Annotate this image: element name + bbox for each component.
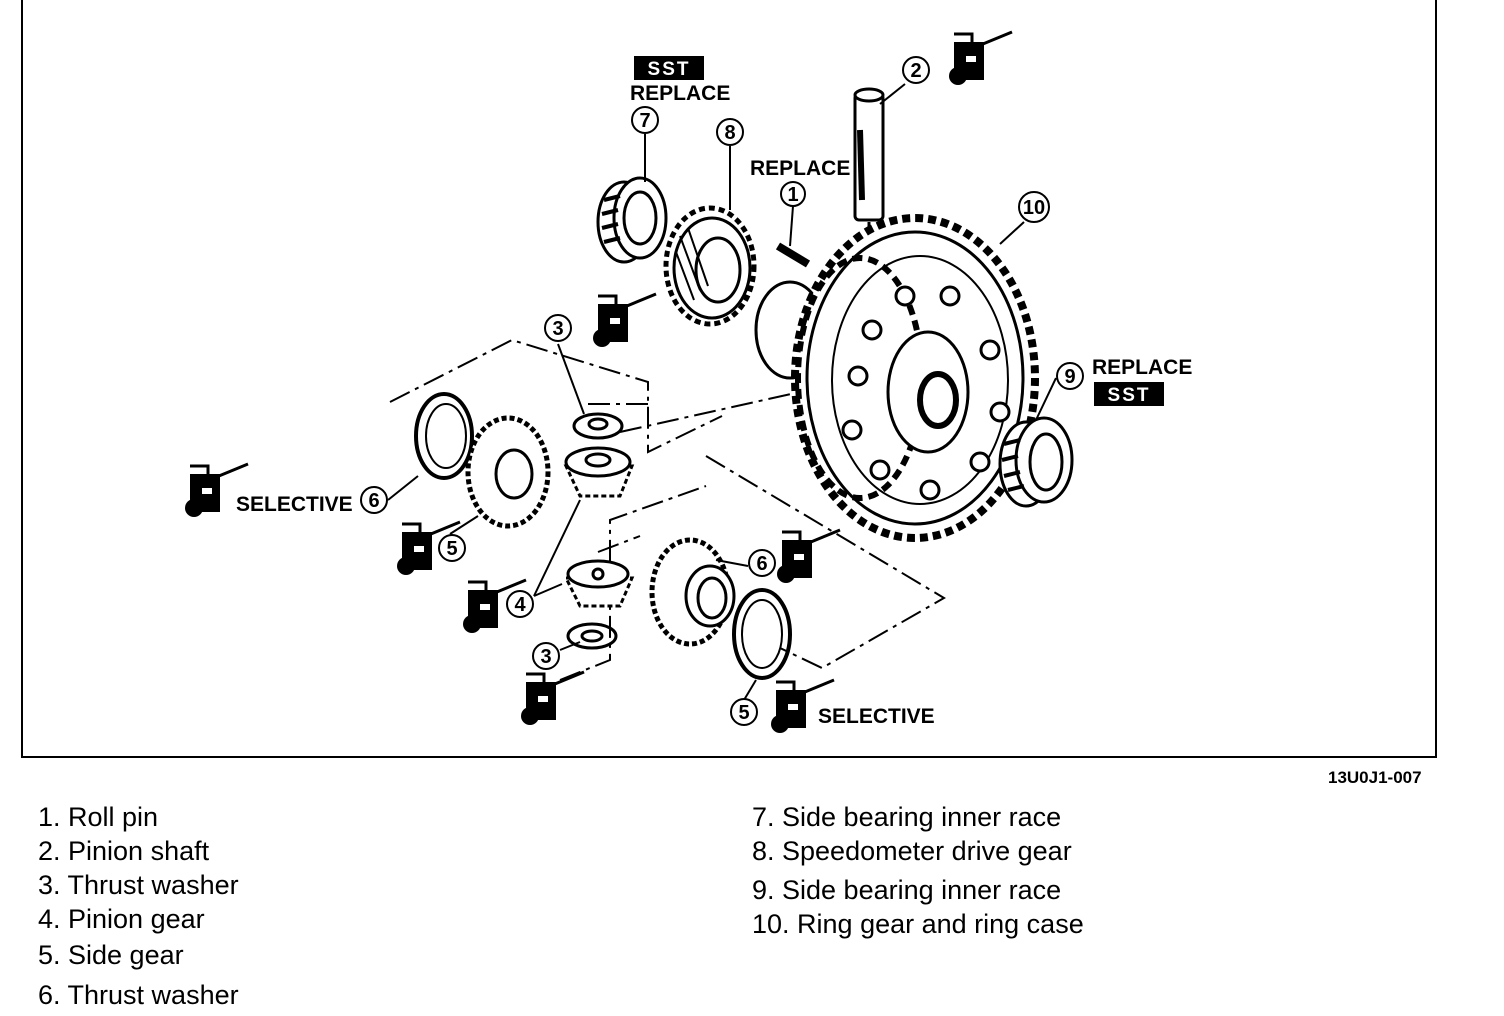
side-bearing-inner-race-right — [998, 416, 1074, 508]
svg-text:2: 2 — [910, 60, 921, 82]
selective-label: SELECTIVE — [818, 705, 935, 728]
callout-5: 5 — [730, 698, 758, 726]
svg-text:5: 5 — [738, 702, 749, 724]
svg-text:3: 3 — [552, 318, 563, 340]
svg-text:5: 5 — [446, 538, 457, 560]
selective-label: SELECTIVE — [236, 493, 353, 516]
svg-text:8: 8 — [724, 122, 735, 144]
legend-item: 4. Pinion gear — [38, 904, 205, 934]
legend-item: 7. Side bearing inner race — [752, 802, 1062, 832]
svg-text:SST: SST — [1108, 385, 1151, 406]
callout-2: 2 — [902, 56, 930, 84]
legend-item: 6. Thrust washer — [38, 980, 239, 1010]
callout-4: 4 — [506, 590, 534, 618]
oil-icon — [947, 30, 1014, 87]
callout-8: 8 — [716, 118, 744, 146]
parts-legend-right: 7. Side bearing inner race 8. Speedomete… — [752, 800, 1084, 941]
exploded-differential-diagram: SST SST REPLACE REPLACE REPLACE SELECTIV… — [183, 30, 1192, 735]
thrust-washer-upper-pinion — [572, 412, 624, 440]
callout-3: 3 — [544, 314, 572, 342]
diagram-frame — [21, 0, 1437, 758]
oil-icon — [519, 670, 586, 727]
replace-label: REPLACE — [750, 157, 850, 180]
side-gear-lower — [649, 537, 736, 647]
svg-text:10: 10 — [1023, 197, 1045, 219]
leader-lines — [387, 83, 1057, 701]
legend-item: 5. Side gear — [38, 940, 184, 970]
legend-item: 3. Thrust washer — [38, 870, 239, 900]
oil-icon — [775, 528, 842, 585]
legend-item: 8. Speedometer drive gear — [752, 836, 1072, 866]
svg-text:3: 3 — [540, 646, 551, 668]
pinion-gear-lower — [563, 559, 635, 608]
svg-text:9: 9 — [1064, 366, 1075, 388]
pinion-gear-upper — [563, 446, 635, 498]
svg-text:6: 6 — [368, 490, 379, 512]
svg-text:SST: SST — [648, 59, 691, 80]
ring-gear-and-ring-case — [754, 214, 1039, 542]
callout-6: 6 — [748, 549, 776, 577]
speedometer-drive-gear — [663, 205, 757, 327]
sst-badge: SST — [634, 56, 704, 80]
callout-7: 7 — [631, 106, 659, 134]
parts-legend-left: 1. Roll pin 2. Pinion shaft 3. Thrust wa… — [38, 800, 239, 1012]
callout-1: 1 — [780, 181, 806, 207]
thrust-washer-lower-pinion — [566, 622, 618, 650]
legend-item: 9. Side bearing inner race — [752, 875, 1062, 905]
oil-icon — [591, 292, 658, 349]
callout-10: 10 — [1018, 191, 1050, 223]
callout-5: 5 — [438, 534, 466, 562]
thrust-washer-upper — [414, 392, 474, 480]
side-bearing-inner-race-left — [596, 176, 668, 264]
legend-item: 1. Roll pin — [38, 802, 159, 832]
svg-text:6: 6 — [756, 553, 767, 575]
callout-9: 9 — [1056, 362, 1084, 390]
legend-item: 10. Ring gear and ring case — [752, 909, 1084, 939]
sst-badge: SST — [1094, 382, 1164, 406]
callout-6: 6 — [360, 486, 388, 514]
legend-item: 2. Pinion shaft — [38, 836, 210, 866]
replace-label: REPLACE — [1092, 356, 1192, 379]
side-gear-upper — [465, 415, 551, 529]
svg-text:1: 1 — [787, 184, 798, 206]
callout-3: 3 — [532, 642, 560, 670]
thrust-washer-lower — [732, 588, 792, 680]
svg-text:4: 4 — [514, 594, 526, 616]
roll-pin — [775, 242, 811, 268]
figure-code: 13U0J1-007 — [1328, 768, 1422, 787]
svg-text:7: 7 — [639, 110, 650, 132]
replace-label: REPLACE — [630, 82, 730, 105]
